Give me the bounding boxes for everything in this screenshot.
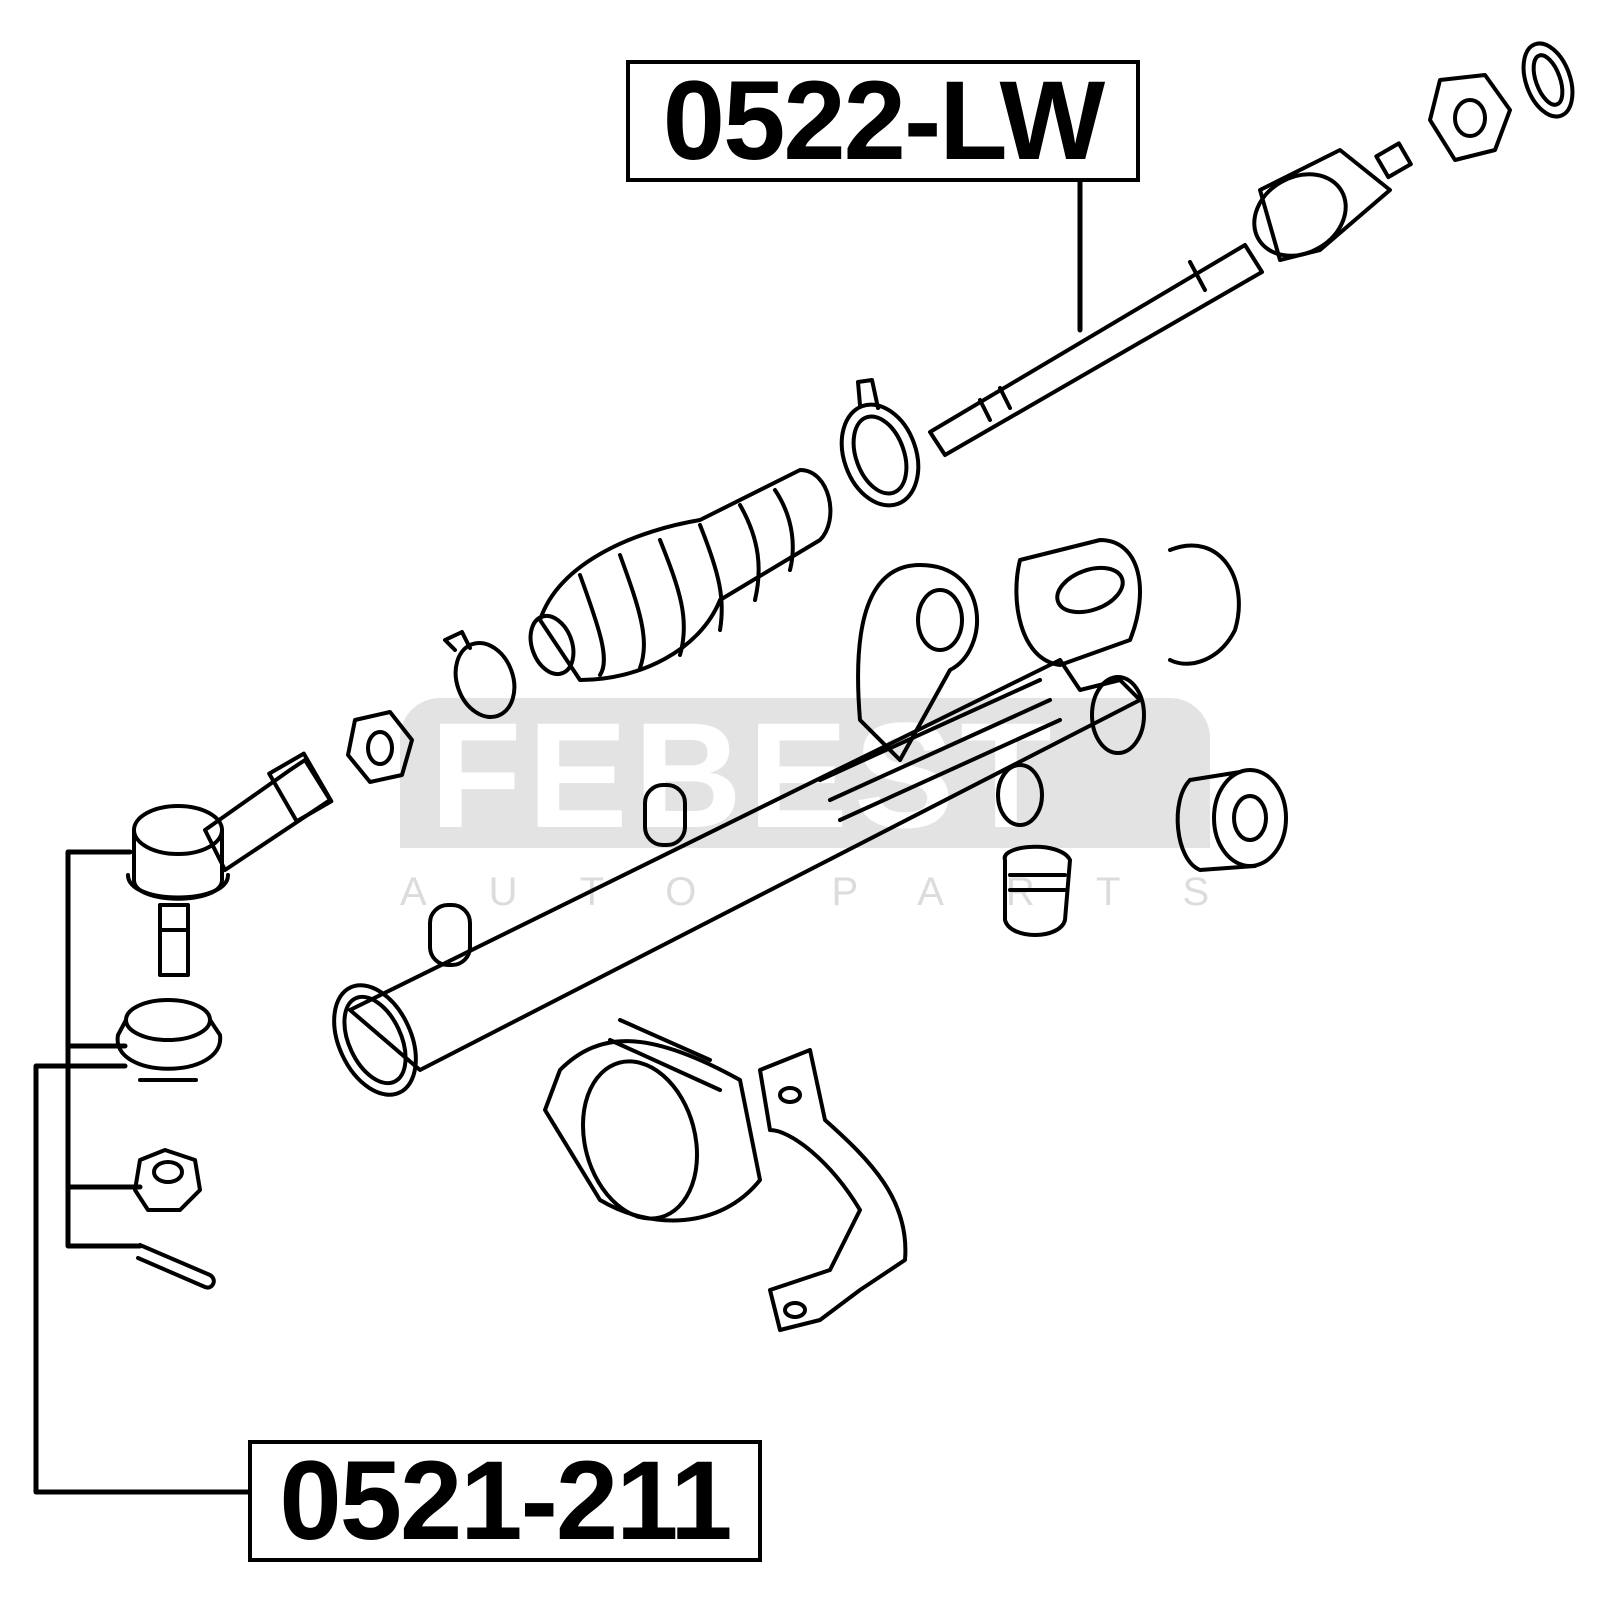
leader-lines bbox=[33, 175, 1083, 1495]
washer-top bbox=[1521, 41, 1575, 119]
watermark-tagline: AUTO PARTS bbox=[400, 870, 1272, 914]
mount-bushing bbox=[543, 1018, 762, 1223]
part-label-inner-tie-rod: 0522-LW bbox=[626, 60, 1140, 182]
adjuster-plug bbox=[1002, 844, 1072, 937]
rack-boot bbox=[528, 468, 833, 682]
cotter-pin bbox=[136, 1243, 216, 1290]
mount-bracket bbox=[758, 1048, 908, 1332]
lock-nut bbox=[346, 710, 414, 784]
dust-boot bbox=[115, 998, 223, 1082]
watermark-brand: FEBEST bbox=[430, 691, 1058, 859]
boot-clamp-small bbox=[443, 630, 517, 719]
part-label-tie-rod-end: 0521-211 bbox=[248, 1440, 762, 1562]
rack-housing bbox=[332, 538, 1241, 1097]
nut-top bbox=[1428, 73, 1512, 162]
rack-bushing bbox=[1175, 768, 1288, 872]
inner-tie-rod-part bbox=[928, 141, 1413, 457]
boot-clamp-large bbox=[839, 378, 921, 508]
watermark-band bbox=[400, 698, 1210, 848]
tie-rod-end-part bbox=[126, 751, 334, 977]
castle-nut bbox=[133, 1148, 202, 1212]
